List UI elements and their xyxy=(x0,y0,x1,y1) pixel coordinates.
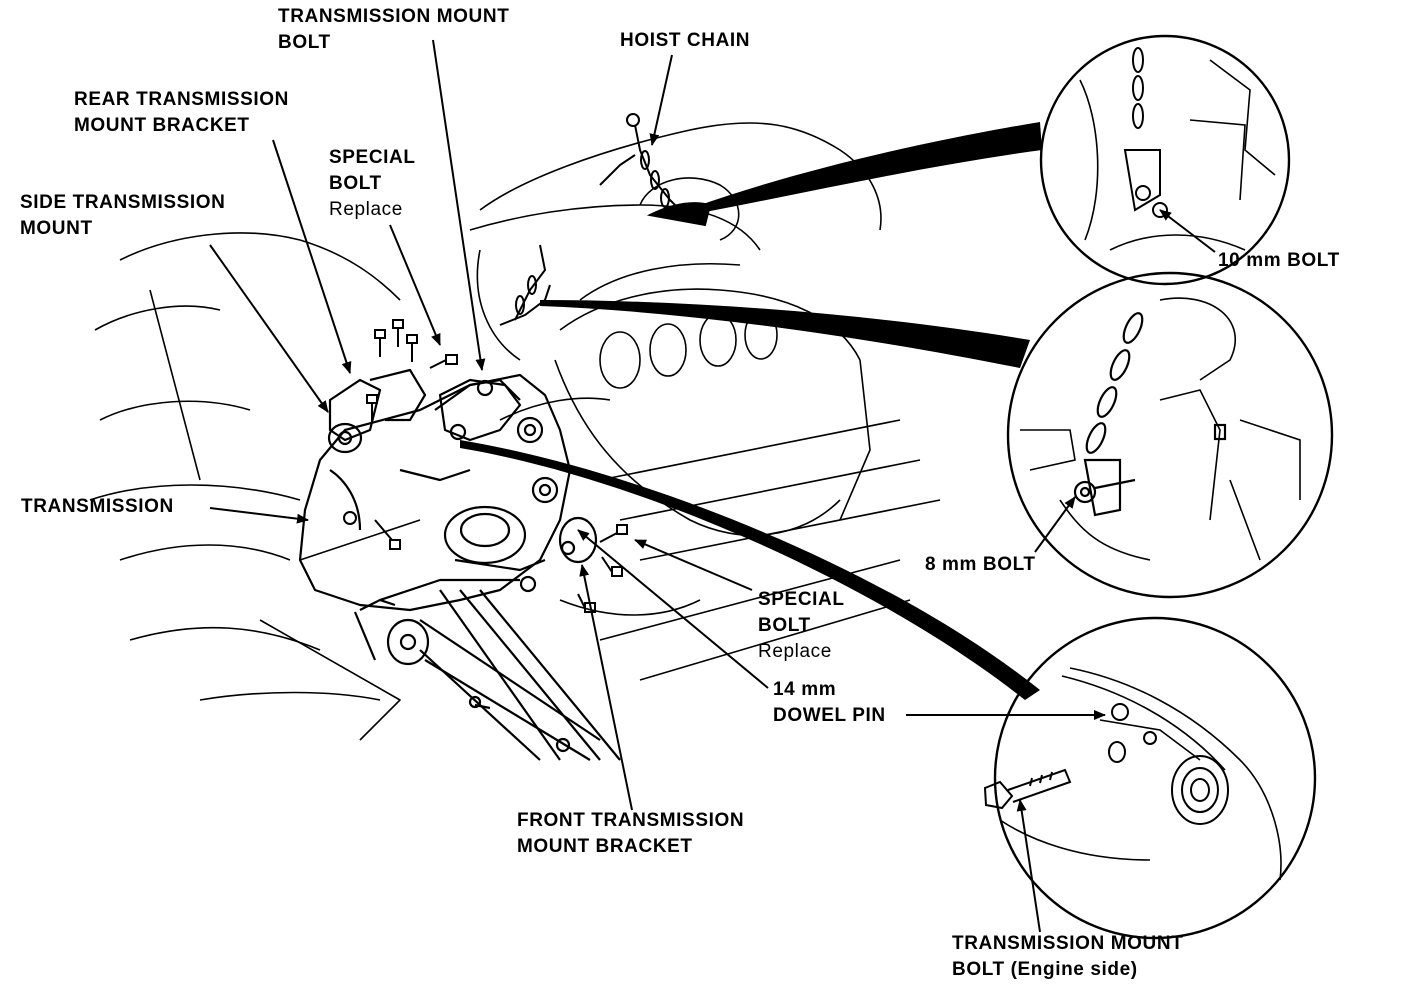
label-transmission: TRANSMISSION xyxy=(21,496,174,517)
label-line: TRANSMISSION MOUNT xyxy=(952,933,1184,954)
label-line: BOLT xyxy=(278,32,331,53)
transmission-icon xyxy=(298,368,621,761)
label-line: SPECIAL xyxy=(758,589,845,610)
label-line: FRONT TRANSMISSION xyxy=(517,810,745,831)
label-line: REAR TRANSMISSION xyxy=(74,89,289,110)
label-line: MOUNT BRACKET xyxy=(74,115,250,136)
label-line: SPECIAL xyxy=(329,147,416,168)
label-8mm-bolt: 8 mm BOLT xyxy=(925,554,1036,575)
label-10mm-bolt: 10 mm BOLT xyxy=(1218,250,1340,271)
label-line: MOUNT BRACKET xyxy=(517,836,693,857)
label-dowel-pin: 14 mm DOWEL PIN xyxy=(773,677,886,729)
hoist-chain-icon xyxy=(499,113,712,326)
detail-circle-8mm xyxy=(1006,271,1334,599)
label-line: DOWEL PIN xyxy=(773,705,886,726)
label-side-transmission-mount: SIDE TRANSMISSION MOUNT xyxy=(20,190,226,242)
label-special-bolt-right: SPECIAL BOLT Replace xyxy=(758,587,845,665)
label-rear-transmission-mount-bracket: REAR TRANSMISSION MOUNT BRACKET xyxy=(74,87,289,139)
label-special-bolt-top: SPECIAL BOLT Replace xyxy=(329,145,416,223)
label-line: BOLT (Engine side) xyxy=(952,959,1138,980)
detail-circle-10mm xyxy=(1039,34,1291,286)
label-line: BOLT xyxy=(758,615,811,636)
label-line: Replace xyxy=(758,641,832,662)
callout-wedges xyxy=(460,122,1042,700)
detail-circle-engine-side xyxy=(983,616,1317,940)
bolt-icon xyxy=(343,319,628,613)
label-transmission-mount-bolt: TRANSMISSION MOUNT BOLT xyxy=(278,4,509,56)
label-line: BOLT xyxy=(329,173,382,194)
engine-icon xyxy=(89,122,941,741)
label-line: MOUNT xyxy=(20,218,93,239)
label-line: SIDE TRANSMISSION xyxy=(20,192,226,213)
label-hoist-chain: HOIST CHAIN xyxy=(620,30,751,51)
label-line: TRANSMISSION MOUNT xyxy=(278,6,510,27)
label-line: 14 mm xyxy=(773,679,837,700)
label-line: Replace xyxy=(329,199,403,220)
label-front-transmission-mount-bracket: FRONT TRANSMISSION MOUNT BRACKET xyxy=(517,808,744,860)
leader-lines xyxy=(209,39,1216,933)
label-transmission-mount-bolt-engine-side: TRANSMISSION MOUNT BOLT (Engine side) xyxy=(952,931,1183,983)
